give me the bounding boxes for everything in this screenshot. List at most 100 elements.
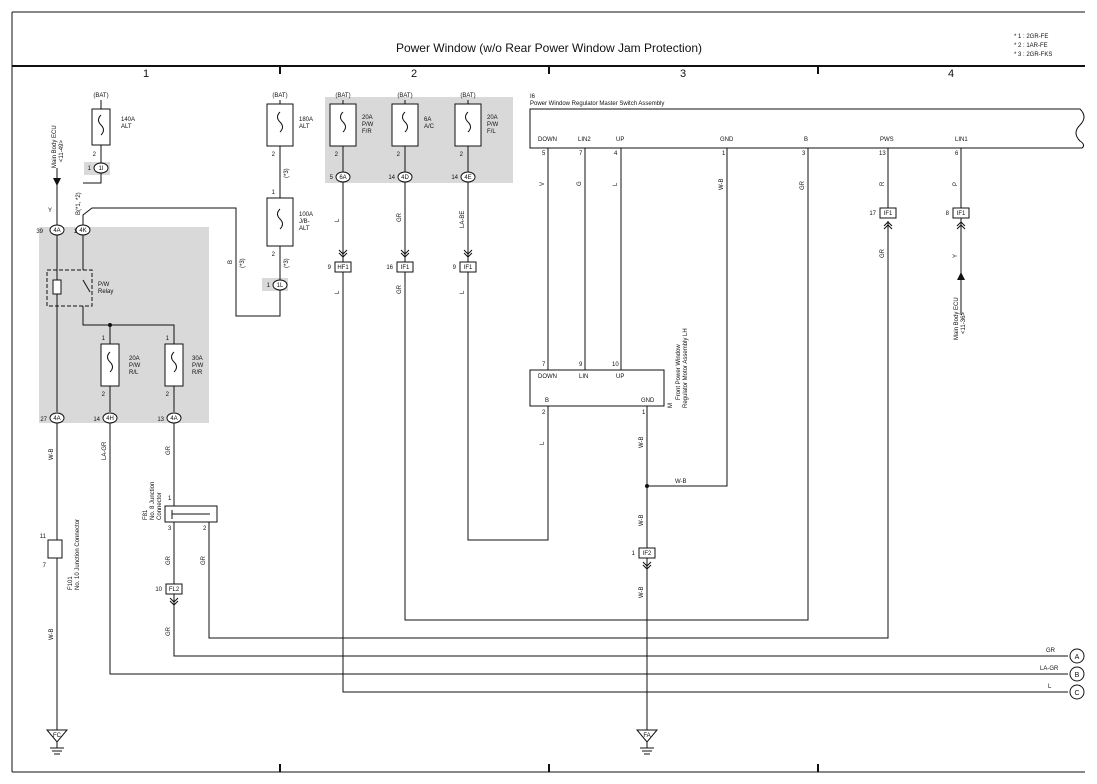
ground-fa bbox=[635, 729, 659, 743]
wire-color: W-B bbox=[49, 448, 55, 460]
master-pin-label: LIN2 bbox=[578, 137, 591, 143]
front-power-window-motor bbox=[529, 369, 665, 407]
offpage-label: A bbox=[1075, 654, 1080, 661]
wire-color: L bbox=[613, 182, 619, 186]
diagram-title: Power Window (w/o Rear Power Window Jam … bbox=[396, 41, 702, 55]
fuse-label: R/R bbox=[192, 370, 203, 376]
connector-label: 1I bbox=[98, 166, 103, 172]
wire-color: GR bbox=[880, 248, 886, 258]
pin-number: 10 bbox=[612, 362, 619, 368]
wire-color: W-B bbox=[49, 628, 55, 640]
column-number: 2 bbox=[411, 68, 417, 80]
wire-color: L bbox=[335, 290, 341, 294]
fuse-label: ALT bbox=[299, 226, 310, 232]
fuse-symbol bbox=[277, 111, 283, 133]
wire-color: L bbox=[540, 441, 546, 445]
wire-color: Y bbox=[48, 208, 52, 214]
fuse-label: 180A bbox=[299, 117, 313, 123]
wire-color: GR bbox=[201, 555, 207, 565]
pin-number: 1 bbox=[632, 551, 636, 557]
pin-number: 1 bbox=[642, 410, 646, 416]
wire bbox=[82, 207, 281, 317]
ground-label: FA bbox=[643, 733, 650, 739]
pin-number: 13 bbox=[879, 151, 886, 157]
motor-name: Front Power Window bbox=[676, 344, 682, 400]
bat-label: (BAT) bbox=[93, 93, 108, 99]
wire-color: W-B bbox=[675, 479, 687, 485]
wire-color: W-B bbox=[639, 514, 645, 526]
pin-number: 8 bbox=[946, 211, 950, 217]
connector-label: IF2 bbox=[643, 551, 652, 557]
arrow-up bbox=[957, 272, 965, 280]
engine-note-3: * 3 : 2GR-FKS bbox=[1014, 52, 1052, 58]
relay-coil bbox=[52, 279, 62, 295]
motor-pin-label: LIN bbox=[579, 374, 588, 380]
connector-1L bbox=[272, 279, 288, 291]
motor-pin-label: UP bbox=[616, 374, 624, 380]
pin-number: 1 bbox=[267, 283, 271, 289]
fuse-140a-alt bbox=[91, 108, 111, 146]
wire-color: GR bbox=[166, 626, 172, 636]
fuse-label: 100A bbox=[299, 212, 313, 218]
motor-id: M bbox=[668, 403, 674, 408]
fuse-label: ALT bbox=[299, 124, 310, 130]
pin-number: 1 bbox=[272, 190, 276, 196]
wire-color: L bbox=[335, 218, 341, 222]
wire-color: GR bbox=[800, 180, 806, 190]
connector-label: 4A bbox=[53, 416, 60, 422]
jc-label: No. 10 Junction Connector bbox=[75, 519, 81, 590]
pin-number: 5 bbox=[330, 175, 334, 181]
connector-label: IF1 bbox=[464, 265, 473, 271]
fuse-180a-alt bbox=[266, 103, 294, 147]
master-switch-name: Power Window Regulator Master Switch Ass… bbox=[530, 101, 664, 107]
connector-label: IF1 bbox=[957, 211, 966, 217]
pin-number: 3 bbox=[168, 526, 172, 532]
wire bbox=[83, 173, 102, 184]
pin-number: 9 bbox=[579, 362, 583, 368]
relay-label: Relay bbox=[98, 289, 113, 295]
pin-number: 7 bbox=[43, 563, 47, 569]
fuse-6a-ac bbox=[391, 103, 419, 147]
master-pin-label: B bbox=[804, 137, 808, 143]
fuse-100a-jb-alt bbox=[266, 197, 294, 247]
wire-la-gr bbox=[109, 423, 1068, 675]
wire-color: LA-BE bbox=[460, 211, 466, 228]
wire-color: B bbox=[228, 260, 234, 264]
bat-label: (BAT) bbox=[397, 93, 412, 99]
pin-number: 1 bbox=[722, 151, 726, 157]
column-number: 1 bbox=[143, 68, 149, 80]
column-number: 4 bbox=[948, 68, 954, 80]
fuse-symbol bbox=[98, 114, 104, 136]
offpage-label: B bbox=[1075, 672, 1080, 679]
wire-color: G bbox=[577, 181, 583, 186]
pin-number: 2 bbox=[272, 252, 276, 258]
fuse-label: P/W bbox=[487, 122, 499, 128]
connector-label: 4K bbox=[79, 228, 86, 234]
master-pin-label: UP bbox=[616, 137, 624, 143]
wire-color: GR bbox=[1046, 648, 1056, 654]
wire bbox=[82, 306, 175, 344]
fuse-label: 20A bbox=[362, 115, 373, 121]
connector-label: IF1 bbox=[884, 211, 893, 217]
pin-number: 10 bbox=[155, 587, 162, 593]
wire-l bbox=[342, 272, 1068, 693]
connector-arrow bbox=[338, 249, 348, 258]
splice bbox=[645, 484, 649, 488]
fuse-30a-pw-rr bbox=[164, 343, 184, 387]
fuse-label: ALT bbox=[121, 124, 132, 130]
fuse-label: 20A bbox=[487, 115, 498, 121]
pin-number: 2 bbox=[272, 152, 276, 158]
motor-pin-label: GND bbox=[641, 398, 655, 404]
connector-label: FL2 bbox=[169, 587, 180, 593]
relay-contact bbox=[82, 279, 91, 293]
connector-arrow bbox=[400, 249, 410, 258]
ground-label: FC bbox=[53, 733, 62, 739]
wire-color: LA-GR bbox=[1040, 666, 1059, 672]
connector-label: 4D bbox=[401, 175, 409, 181]
wire-color: R bbox=[880, 181, 886, 186]
wire-note: (*3) bbox=[240, 258, 246, 268]
pw-relay bbox=[46, 269, 93, 307]
pin-number: 13 bbox=[157, 417, 164, 423]
pin-number: 1 bbox=[74, 229, 78, 235]
